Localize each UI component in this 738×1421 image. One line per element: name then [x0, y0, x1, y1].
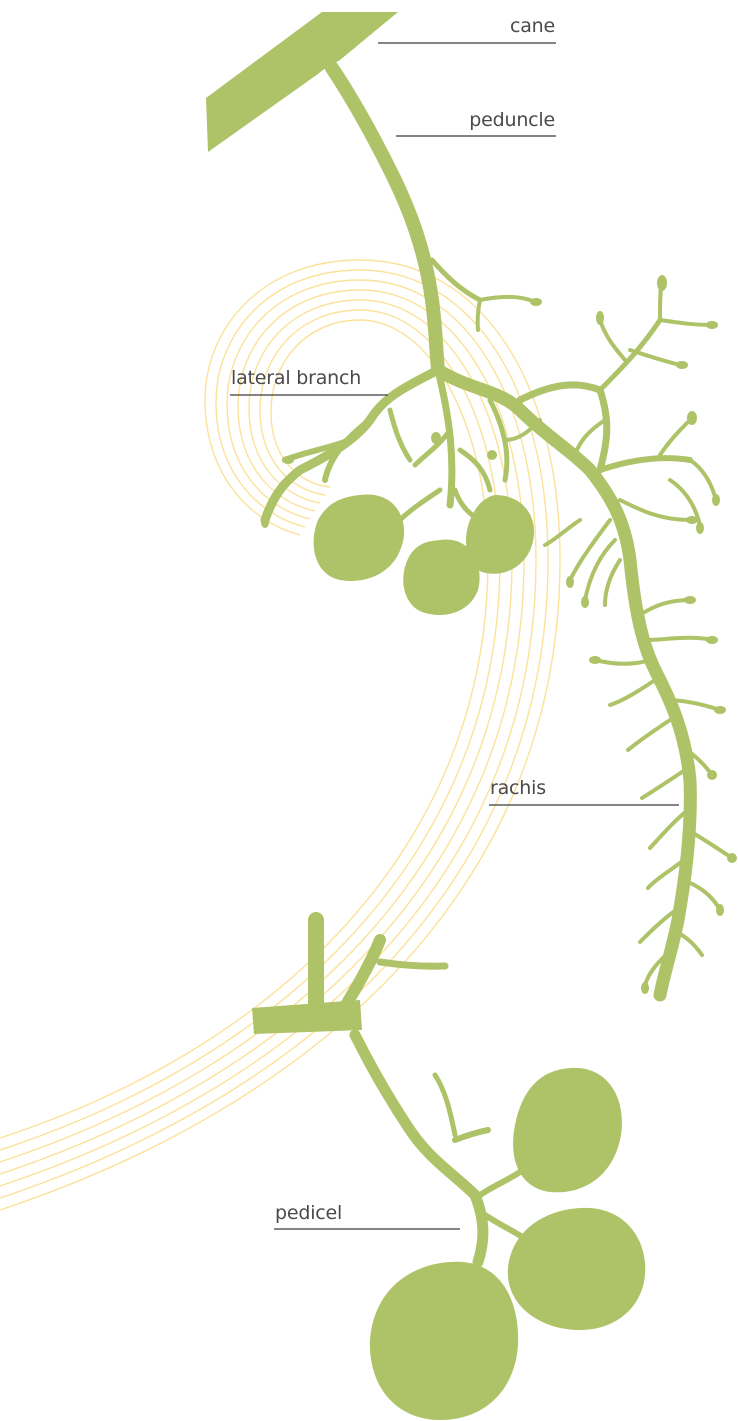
label-lateral-branch: lateral branch	[230, 367, 388, 395]
swirl-lines	[0, 260, 560, 1210]
lateral-branch-label: lateral branch	[231, 367, 361, 389]
label-pedicel: pedicel	[274, 1202, 460, 1229]
lower-berries	[370, 1068, 645, 1420]
peduncle-label: peduncle	[469, 109, 555, 131]
label-cane: cane	[378, 15, 556, 43]
pedicel-label: pedicel	[275, 1202, 342, 1224]
rachis-label: rachis	[490, 777, 546, 799]
label-peduncle: peduncle	[396, 109, 556, 136]
rachis-branches	[520, 278, 732, 985]
upper-berries	[314, 494, 535, 615]
cane-label: cane	[510, 15, 555, 37]
